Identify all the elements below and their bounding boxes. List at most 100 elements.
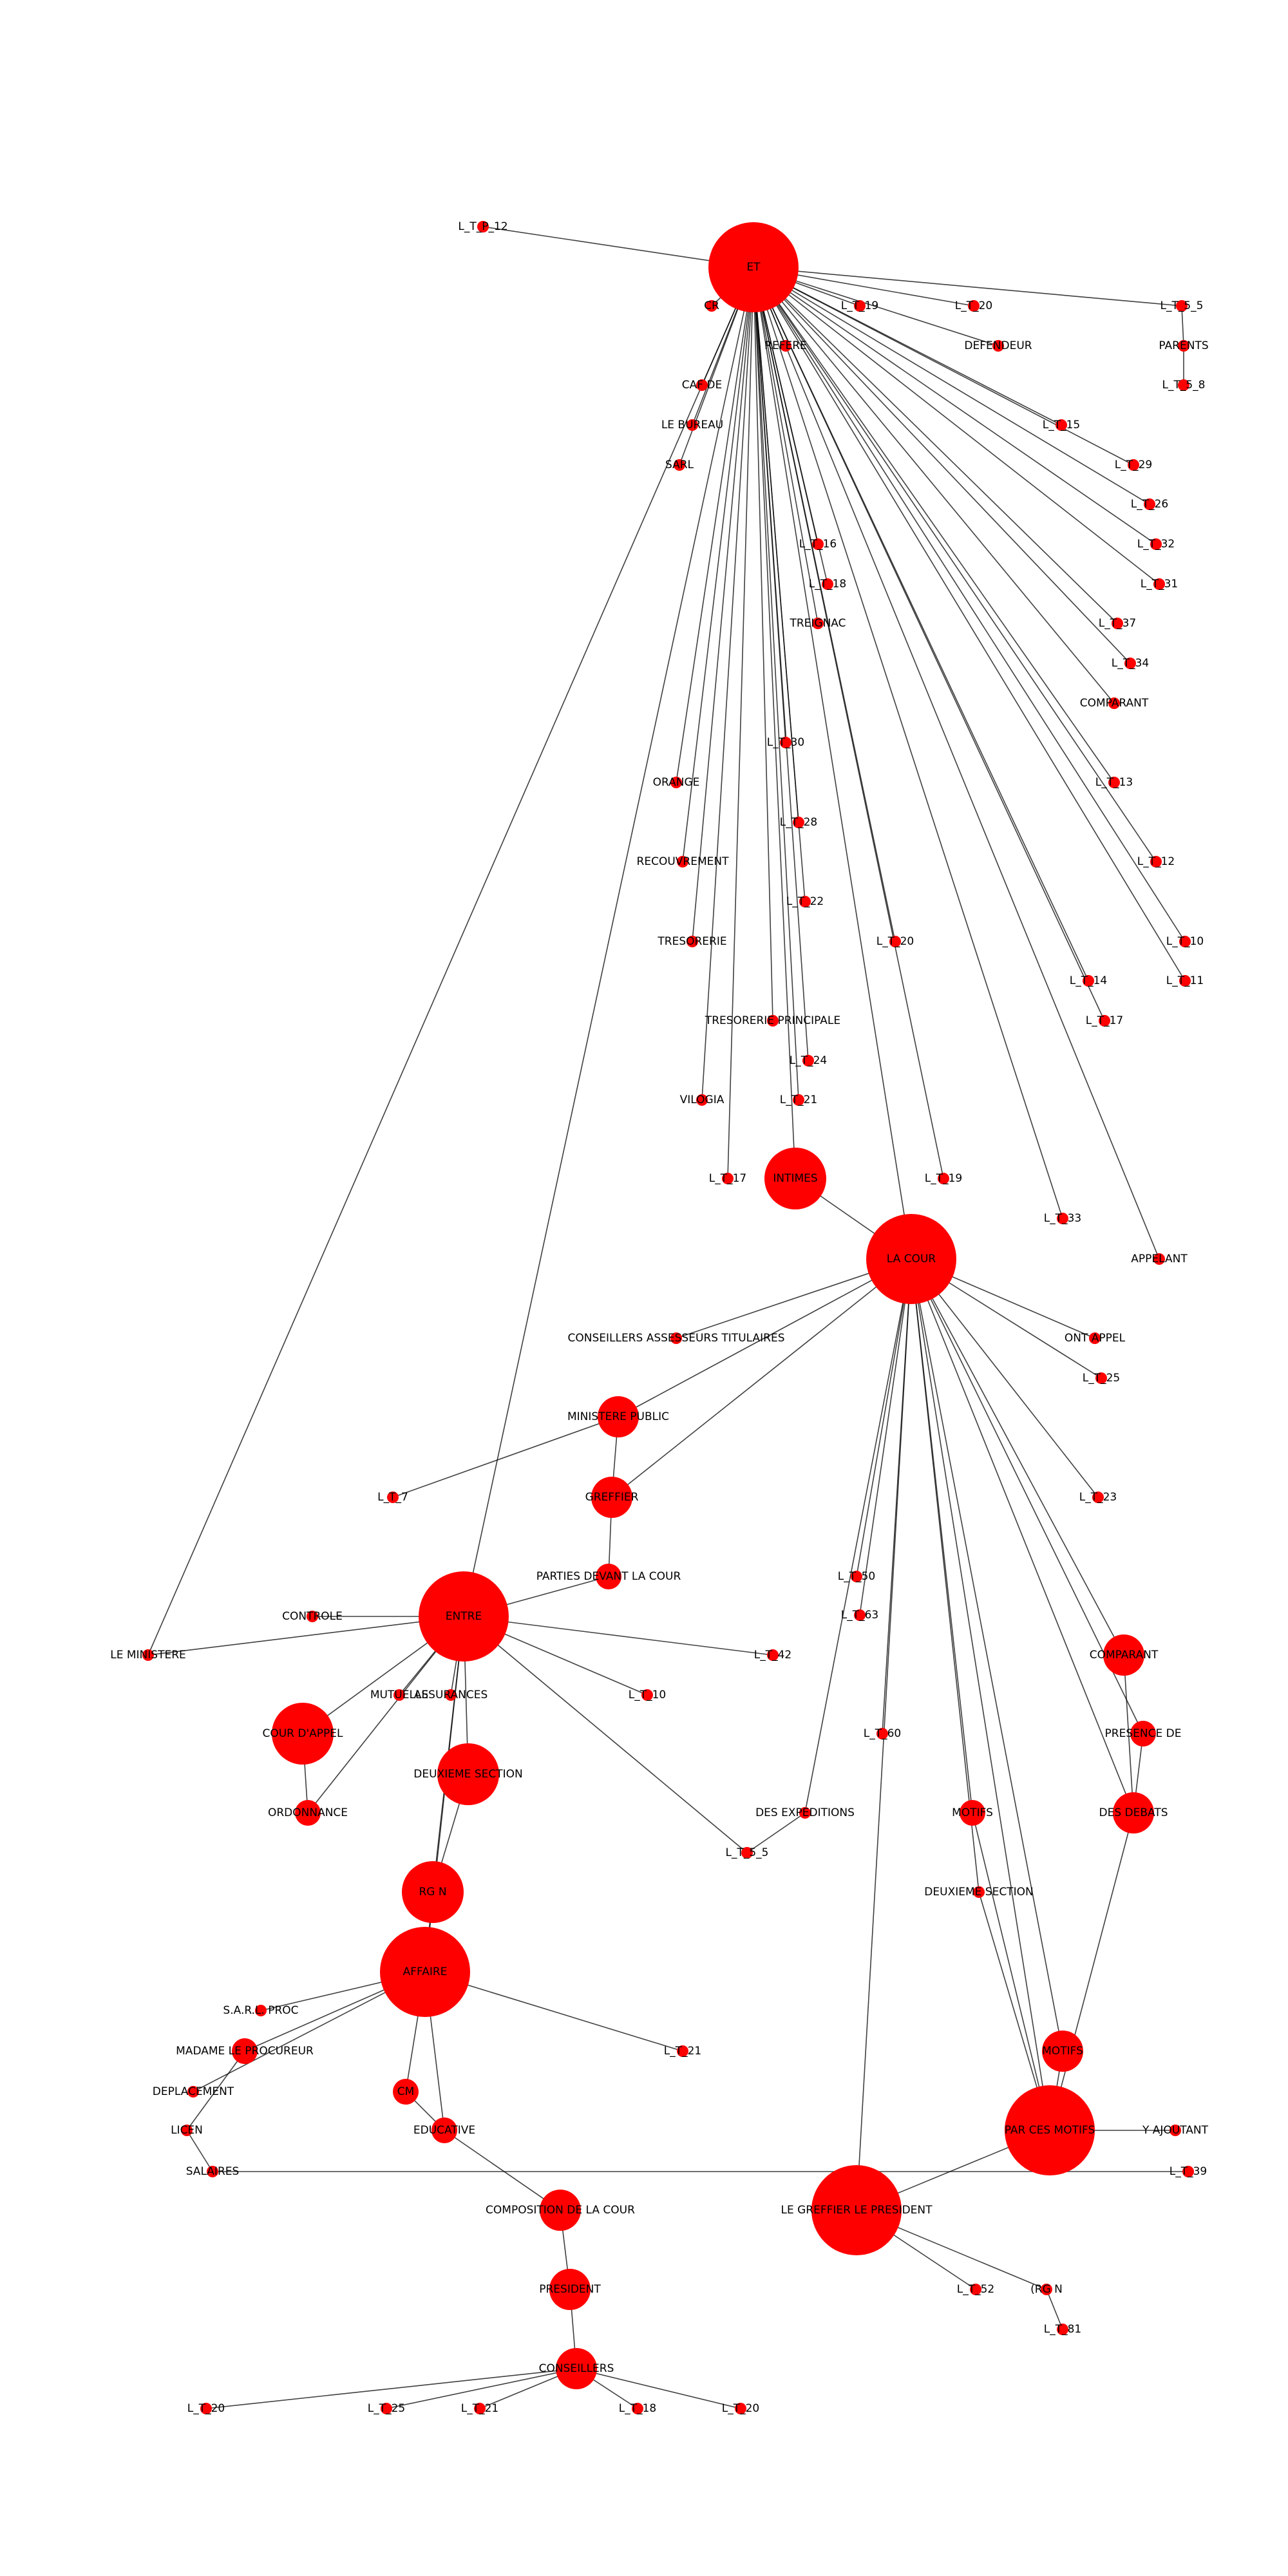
node-label-president: PRESIDENT bbox=[539, 2283, 601, 2296]
edge-lacour-par_ces bbox=[911, 1258, 1050, 2131]
node-label-ordonnance: ORDONNANCE bbox=[268, 1806, 348, 1819]
node-vilogia bbox=[696, 1094, 708, 1106]
edge-licen-salaires bbox=[186, 2130, 213, 2172]
node-label-lt19b: L_T_19 bbox=[925, 1172, 963, 1185]
node-deuxieme_section bbox=[437, 1743, 499, 1805]
edge-lacour-lt23 bbox=[911, 1258, 1099, 1498]
node-label-defendeur: DEFENDEUR bbox=[964, 339, 1032, 352]
node-label-conseillers: CONSEILLERS bbox=[539, 2362, 614, 2375]
node-label-lt20d: L_T_20 bbox=[722, 2402, 760, 2415]
node-debats bbox=[1113, 1792, 1154, 1833]
node-label-conseillers_a: CONSEILLERS ASSESSEURS TITULAIRES bbox=[567, 1332, 784, 1345]
edge-conseillers-lt20c bbox=[205, 2368, 577, 2409]
node-label-motifs: MOTIFS bbox=[952, 1806, 993, 1819]
node-ministere bbox=[598, 1396, 639, 1437]
node-label-licen: LICEN bbox=[171, 2124, 203, 2137]
node-lt19b bbox=[938, 1173, 949, 1184]
node-lt60 bbox=[876, 1728, 888, 1739]
node-label-appelant: APPELANT bbox=[1131, 1253, 1188, 1265]
node-rgn_b bbox=[1041, 2284, 1052, 2295]
node-sarl_proc bbox=[255, 2005, 267, 2016]
node-label-vilogia: VILOGIA bbox=[680, 1094, 724, 1106]
node-label-lt31: L_T_31 bbox=[1141, 578, 1179, 591]
node-label-lt18b: L_T_18 bbox=[619, 2402, 657, 2415]
node-label-lt15: L_T_15 bbox=[1043, 419, 1081, 431]
node-label-greffier: GREFFIER bbox=[585, 1491, 639, 1504]
node-lt37 bbox=[1112, 618, 1123, 629]
edge-lacour-comparant_b bbox=[911, 1258, 1124, 1656]
node-label-lt10: L_T_10 bbox=[1166, 935, 1204, 948]
node-label-intimes: INTIMES bbox=[773, 1172, 817, 1185]
node-label-caf: CAF DE bbox=[682, 379, 723, 392]
node-salaires bbox=[207, 2166, 218, 2177]
node-lt23 bbox=[1092, 1492, 1104, 1503]
edge-et-orange bbox=[676, 267, 754, 783]
edge-lt5_5b-entre bbox=[463, 1616, 748, 1853]
node-appelant bbox=[1153, 1253, 1165, 1265]
node-label-salaires: SALAIRES bbox=[186, 2165, 240, 2178]
edge-et-lt11 bbox=[753, 267, 1186, 981]
edge-et-lt5_5 bbox=[753, 267, 1182, 307]
node-label-motifs_b: MOTIFS bbox=[1042, 2045, 1083, 2058]
node-lt25 bbox=[1095, 1372, 1107, 1384]
node-lt21 bbox=[793, 1094, 804, 1106]
edge-et-lt19b bbox=[753, 267, 944, 1179]
node-comparant_b bbox=[1103, 1634, 1144, 1676]
node-label-lt63: L_T_63 bbox=[841, 1609, 879, 1622]
node-label-entre: ENTRE bbox=[446, 1610, 482, 1623]
node-label-parties: PARTIES DEVANT LA COUR bbox=[536, 1570, 681, 1583]
edge-et-lt12 bbox=[753, 267, 1157, 862]
node-label-lt28: L_T_28 bbox=[780, 816, 818, 829]
node-label-ministre: LE MINISTERE bbox=[110, 1649, 186, 1662]
node-label-cour_appel: COUR D'APPEL bbox=[262, 1727, 343, 1740]
node-label-debats: DES DEBATS bbox=[1099, 1806, 1168, 1819]
node-label-orange: ORANGE bbox=[653, 776, 700, 789]
node-lt20b bbox=[889, 936, 901, 947]
edge-entre-ministre bbox=[147, 1616, 464, 1656]
node-label-assurances: ASSURANCES bbox=[414, 1689, 488, 1701]
edge-educative-composition bbox=[444, 2130, 561, 2211]
node-cour_appel bbox=[272, 1703, 334, 1765]
node-label-lt16: L_T_16 bbox=[799, 538, 837, 551]
edge-lacour-debats bbox=[911, 1258, 1134, 1814]
node-exp bbox=[799, 1807, 811, 1819]
node-lt50 bbox=[851, 1571, 862, 1582]
edge-debats-par_ces bbox=[1049, 1812, 1134, 2131]
node-label-lt29: L_T_29 bbox=[1115, 459, 1153, 471]
edge-lacour-exp bbox=[804, 1258, 912, 1814]
node-lt10b bbox=[641, 1689, 653, 1701]
edge-lacour-lt63 bbox=[859, 1258, 912, 1616]
node-label-exp: DES EXPEDITIONS bbox=[755, 1806, 855, 1819]
node-greffier_pres bbox=[811, 2165, 902, 2255]
node-label-lt17b: L_T_17 bbox=[709, 1172, 747, 1185]
node-label-et: ET bbox=[746, 261, 761, 274]
node-assurances bbox=[445, 1689, 457, 1701]
node-label-lt25b: L_T_25 bbox=[368, 2402, 406, 2415]
node-label-lt60: L_T_60 bbox=[864, 1727, 902, 1740]
node-label-mutuelle: MUTUELLE bbox=[370, 1689, 428, 1701]
node-label-lt26: L_T_26 bbox=[1131, 498, 1169, 511]
edge-lacour-lt60 bbox=[882, 1258, 912, 1734]
node-label-lt37: L_T_37 bbox=[1099, 617, 1137, 630]
node-label-tresorerie_p: TRESORERIE PRINCIPALE bbox=[705, 1014, 840, 1027]
node-parents bbox=[1178, 340, 1189, 352]
node-label-lt21b: L_T_21 bbox=[664, 2045, 702, 2058]
node-lt30 bbox=[780, 737, 791, 748]
node-label-lt12: L_T_12 bbox=[1137, 855, 1175, 868]
node-lt14 bbox=[1083, 975, 1094, 987]
edge-et-tresorerie bbox=[692, 267, 754, 942]
node-label-lt17: L_T_17 bbox=[1086, 1014, 1124, 1027]
node-deplacement bbox=[187, 2086, 199, 2098]
node-comparant_a bbox=[1108, 697, 1120, 709]
edge-et-tresorerie_p bbox=[753, 267, 773, 1021]
edge-lt5_5b-exp bbox=[746, 1812, 806, 1853]
node-lt5_8 bbox=[1178, 379, 1189, 391]
edge-comparant_b-debats bbox=[1123, 1654, 1134, 1814]
edge-lt7-ministere bbox=[392, 1416, 619, 1498]
node-lt28 bbox=[793, 817, 804, 828]
node-lt12 bbox=[1150, 856, 1162, 867]
node-lt81 bbox=[1057, 2324, 1068, 2335]
edge-lacour-lt50 bbox=[856, 1258, 912, 1577]
node-par_ces bbox=[1005, 2085, 1095, 2175]
node-label-controle: CONTROLE bbox=[282, 1610, 343, 1623]
